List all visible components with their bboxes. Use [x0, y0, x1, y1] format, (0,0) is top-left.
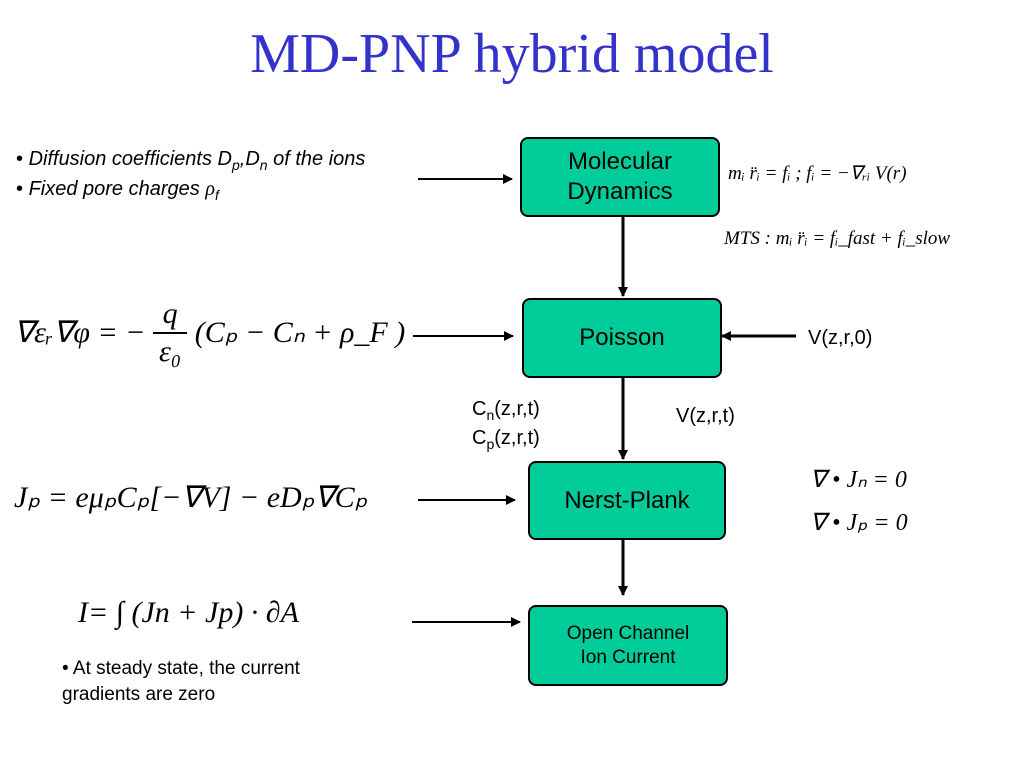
- divergence-jp: ∇ • Jₚ = 0: [810, 510, 908, 536]
- diffusion-text-a: Diffusion coefficients D: [28, 148, 232, 170]
- open-box-line1: Open Channel: [566, 622, 690, 644]
- molecular-dynamics-box: Molecular Dynamics: [520, 137, 720, 217]
- cn-letter: C: [472, 398, 487, 420]
- bullet-steady-state: • At steady state, the current gradients…: [62, 656, 382, 708]
- poisson-denominator: ε₀: [158, 335, 182, 368]
- open-channel-box: Open Channel Ion Current: [528, 605, 728, 686]
- nerst-box-label: Nerst-Plank: [564, 486, 690, 514]
- poisson-box-label: Poisson: [579, 324, 665, 351]
- diffusion-text-b: ,D: [239, 148, 260, 170]
- diffusion-sub-p: p: [231, 156, 240, 173]
- diffusion-sub-n: n: [259, 156, 268, 173]
- label-cp: Cp(z,r,t): [472, 424, 540, 452]
- fixed-rho: ρ: [205, 178, 215, 200]
- fixed-text-a: Fixed pore charges: [28, 178, 206, 200]
- poisson-fraction: q ε₀: [152, 296, 188, 370]
- cp-letter: C: [472, 427, 487, 449]
- label-v-zr0: V(z,r,0): [808, 327, 873, 349]
- md-box-line1: Molecular: [567, 148, 673, 175]
- label-cn: Cn(z,r,t): [472, 395, 540, 423]
- bullet-diffusion: • Diffusion coefficients Dp,Dn of the io…: [16, 148, 366, 173]
- poisson-lhs: ∇εᵣ∇φ = −: [14, 316, 146, 349]
- divergence-jn: ∇ • Jₙ = 0: [810, 467, 907, 493]
- bullet-fixed-charges: • Fixed pore charges ρf: [16, 178, 219, 203]
- current-equation: I= ∫ (Jn + Jp) · ∂A: [78, 596, 299, 629]
- md-equation-newton: mᵢ r̈ᵢ = fᵢ ; fᵢ = −∇ᵣᵢ V(r): [728, 163, 907, 184]
- poisson-equation: ∇εᵣ∇φ = − q ε₀ (Cₚ − Cₙ + ρ_F ): [14, 296, 405, 370]
- steady-line2: gradients are zero: [62, 684, 216, 705]
- poisson-rhs: (Cₚ − Cₙ + ρ_F ): [194, 316, 406, 349]
- steady-line1: • At steady state, the current: [62, 658, 300, 679]
- poisson-numerator: q: [152, 296, 188, 334]
- cp-sub: p: [486, 435, 495, 452]
- poisson-box: Poisson: [522, 298, 722, 378]
- label-v-zrt: V(z,r,t): [676, 405, 735, 427]
- fixed-sub-f: f: [214, 186, 219, 203]
- nerst-plank-box: Nerst-Plank: [528, 461, 726, 540]
- md-equation-mts: MTS : mᵢ r̈ᵢ = fᵢ_fast + fᵢ_slow: [724, 228, 951, 249]
- diffusion-text-c: of the ions: [267, 148, 366, 170]
- cn-tail: (z,r,t): [494, 398, 540, 420]
- steady-line1-text: At steady state, the current: [72, 658, 300, 679]
- flux-equation: Jₚ = eμₚCₚ[−∇V] − eDₚ∇Cₚ: [14, 481, 368, 514]
- cn-sub: n: [486, 406, 495, 423]
- md-box-line2: Dynamics: [567, 178, 673, 205]
- page-title: MD-PNP hybrid model: [250, 23, 774, 85]
- cp-tail: (z,r,t): [494, 427, 540, 449]
- open-box-line2: Ion Current: [580, 646, 676, 668]
